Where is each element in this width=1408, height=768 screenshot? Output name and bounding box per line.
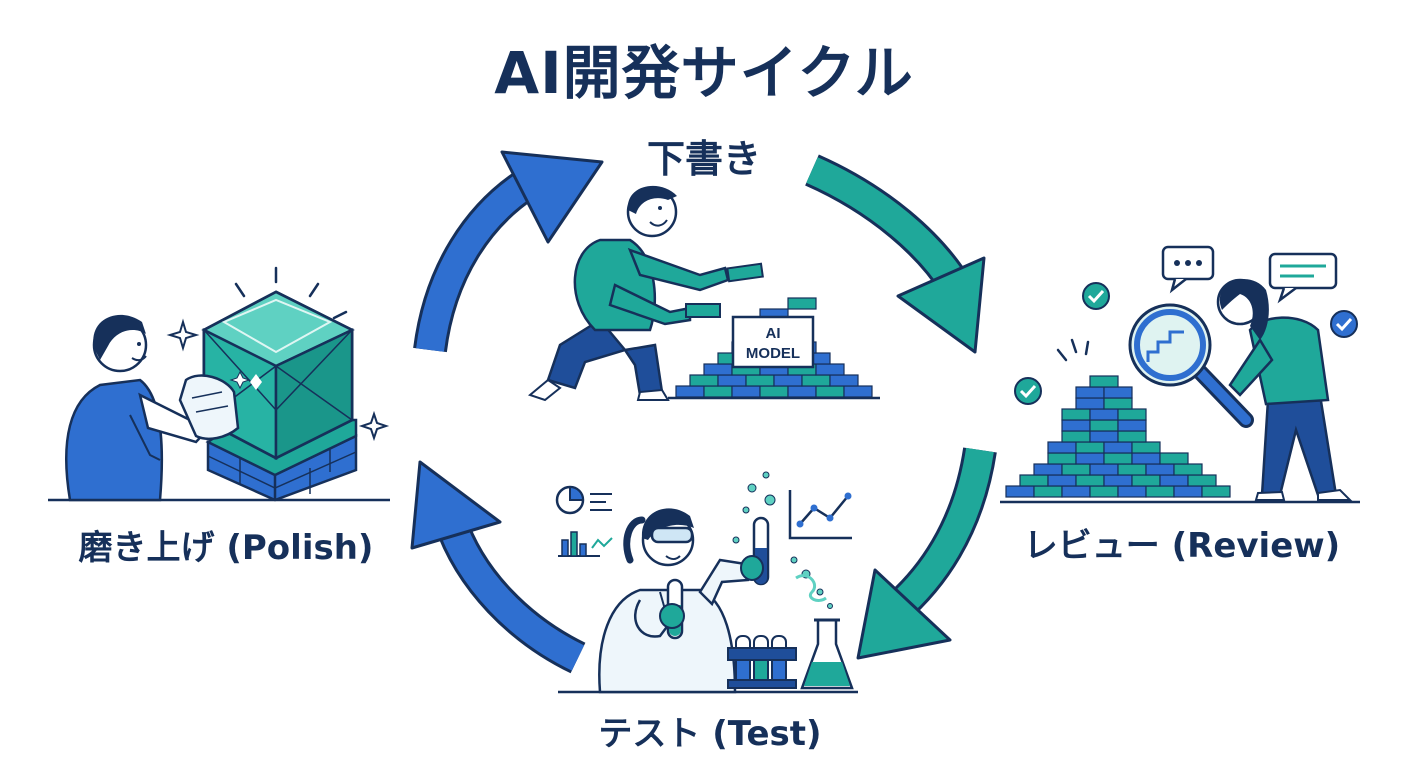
- test-scene: [555, 471, 858, 694]
- magnifier-icon: [1128, 303, 1254, 428]
- sparkle-icon: [166, 318, 200, 352]
- review-scene: [1000, 245, 1360, 504]
- pie-chart-icon: [555, 485, 612, 515]
- flask: [800, 618, 854, 690]
- arrow-draft-to-review: [805, 154, 986, 354]
- polish-scene: [48, 266, 390, 502]
- stage-label-review: レビュー (Review): [1023, 526, 1341, 566]
- gem-cube: [201, 290, 355, 461]
- check-icon: [1082, 282, 1110, 310]
- sign-line2: MODEL: [746, 345, 800, 362]
- person-polishing: [65, 314, 240, 502]
- person-reviewing: [1216, 278, 1353, 501]
- sign-line1: AI: [766, 325, 781, 342]
- test-tube-rack: [727, 635, 797, 689]
- check-icon: [1014, 377, 1042, 405]
- arrow-review-to-test: [856, 447, 997, 660]
- bar-chart-icon: [558, 531, 613, 557]
- person-building: [527, 185, 764, 402]
- chat-bubble-icon: [1161, 245, 1215, 294]
- arrow-polish-to-draft: [413, 150, 604, 353]
- sparkle-icon: [358, 410, 390, 442]
- line-chart-icon: [788, 490, 852, 540]
- stage-label-test: テスト (Test): [598, 714, 822, 754]
- draft-scene: AI MODEL: [527, 185, 880, 402]
- check-icon: [1330, 310, 1358, 338]
- page-title: AI開発サイクル: [494, 39, 914, 107]
- stage-label-polish: 磨き上げ (Polish): [78, 528, 374, 568]
- arrow-test-to-polish: [410, 460, 586, 674]
- person-testing: [598, 508, 770, 694]
- ai-model-sign: [731, 315, 815, 369]
- stage-label-draft: 下書き: [646, 137, 761, 181]
- chat-bubble-icon: [1268, 252, 1338, 304]
